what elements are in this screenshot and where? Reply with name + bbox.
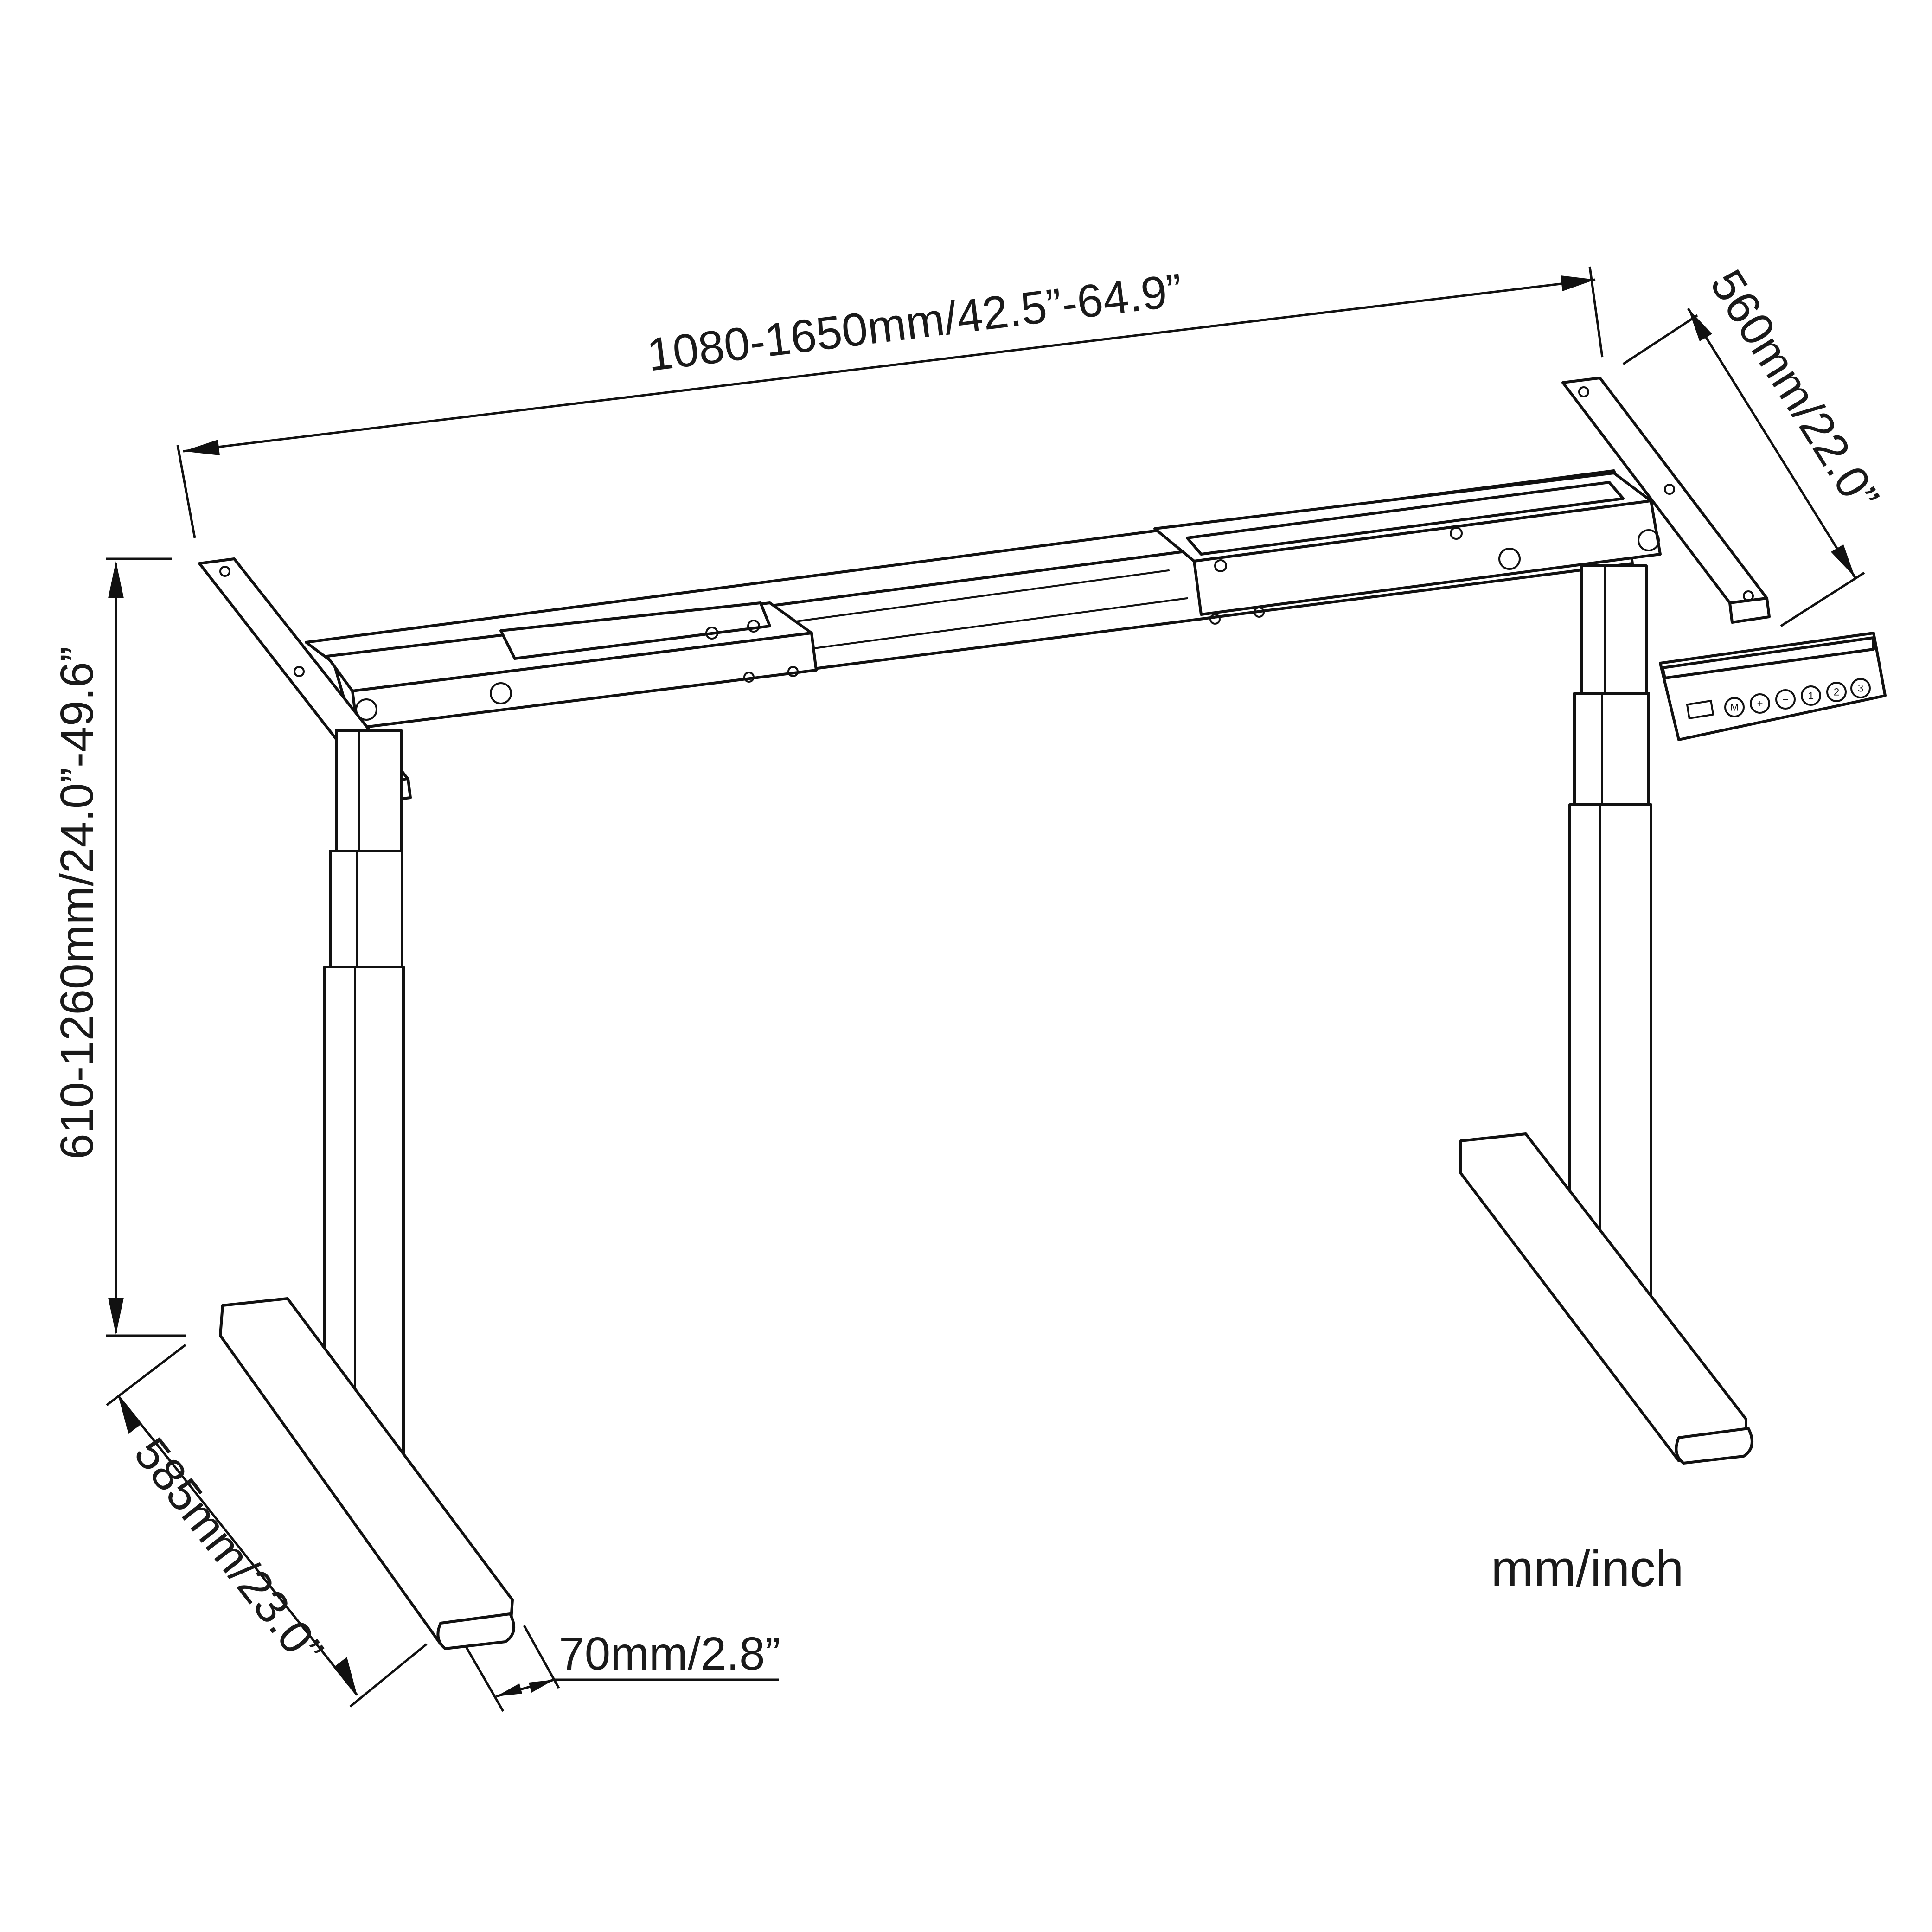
leg-width-label: 70mm/2.8”	[559, 1628, 780, 1680]
control-button-label: 1	[1808, 690, 1814, 702]
leg-width-dimension: 70mm/2.8”	[458, 1625, 780, 1712]
left-bracket-block	[326, 601, 818, 729]
right-leg	[1568, 564, 1652, 1302]
height-label: 610-1260mm/24.0”-49.6”	[51, 646, 103, 1159]
units-label: mm/inch	[1491, 1540, 1684, 1597]
width-label: 1080-1650mm/42.5”-64.9”	[644, 264, 1185, 381]
depth-dimension: 560mm/22.0”	[1622, 261, 1889, 627]
left-foot	[219, 1297, 515, 1650]
control-panel: M + − 1 2 3	[1659, 632, 1887, 741]
control-button-label: −	[1783, 694, 1789, 705]
control-button-label: +	[1757, 698, 1763, 710]
control-buttons[interactable]: M + − 1 2 3	[1724, 678, 1871, 717]
right-top-bracket	[1561, 377, 1771, 624]
desk-frame: M + − 1 2 3	[198, 377, 1887, 1650]
height-dimension: 610-1260mm/24.0”-49.6”	[51, 557, 186, 1337]
control-button-label: M	[1730, 702, 1739, 713]
foot-length-label: 585mm/23.0”	[124, 1428, 333, 1676]
left-leg	[323, 729, 405, 1465]
control-button-label: 2	[1834, 686, 1839, 698]
right-bracket-block	[1153, 472, 1662, 625]
right-foot	[1459, 1132, 1753, 1465]
control-button-label: 3	[1858, 683, 1863, 694]
width-dimension: 1080-1650mm/42.5”-64.9”	[176, 264, 1604, 538]
